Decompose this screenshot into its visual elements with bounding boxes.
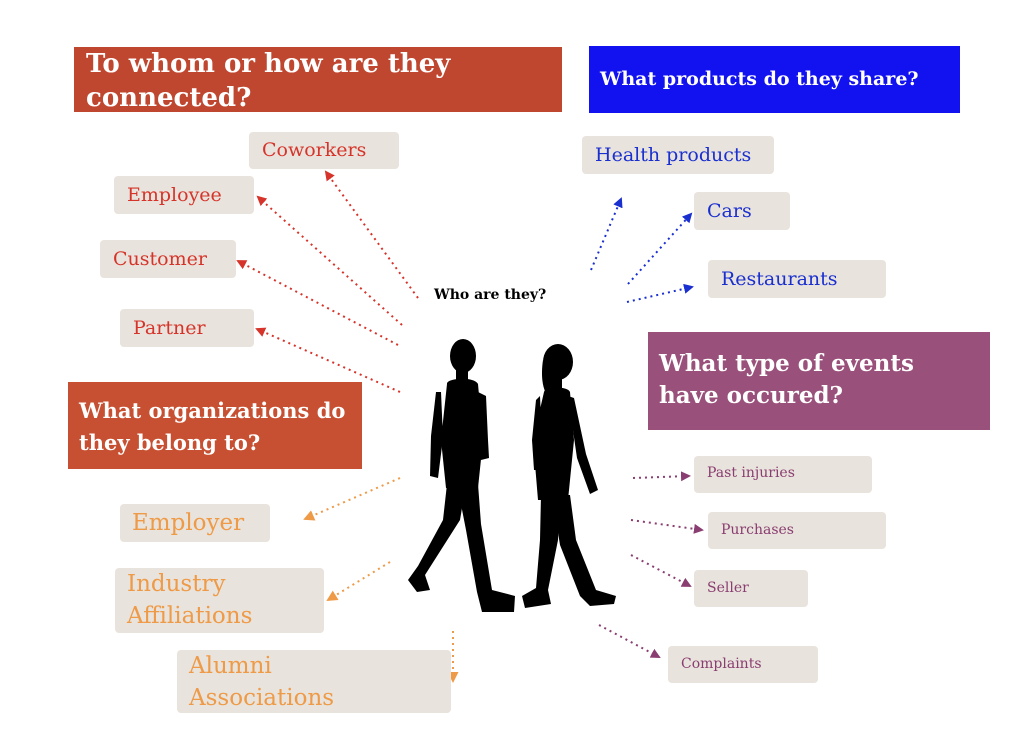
arrow-complaints [598, 624, 661, 658]
man-silhouette-icon [408, 339, 515, 612]
center-question: Who are they? [434, 287, 547, 303]
organizations-header: What organizations do they belong to? [68, 382, 362, 469]
woman-silhouette-icon [522, 344, 616, 608]
event-purchases: Purchases [708, 512, 886, 549]
connection-coworkers: Coworkers [249, 132, 399, 169]
products-header: What products do they share? [589, 46, 960, 113]
product-cars: Cars [694, 192, 790, 230]
org-industry-affiliations: Industry Affiliations [115, 568, 324, 633]
event-past-injuries: Past injuries [694, 456, 872, 493]
arrow-restaurants [626, 283, 694, 303]
arrow-coworkers [324, 170, 419, 299]
event-complaints: Complaints [668, 646, 818, 683]
arrow-industry-affiliations [326, 561, 391, 602]
arrow-purchases [630, 519, 704, 534]
arrow-partner [255, 327, 401, 393]
arrow-health-products [590, 197, 623, 271]
arrow-cars [627, 212, 693, 285]
product-health-products: Health products [582, 136, 774, 174]
event-seller: Seller [694, 570, 808, 607]
product-restaurants: Restaurants [708, 260, 886, 298]
connection-customer: Customer [100, 240, 236, 278]
org-alumni-associations: Alumni Associations [177, 650, 451, 713]
arrow-employee [256, 195, 403, 326]
events-header: What type of events have occured? [648, 332, 990, 430]
arrow-customer [236, 260, 399, 346]
connection-employee: Employee [114, 176, 254, 214]
arrow-employer [303, 477, 401, 521]
arrow-past-injuries [632, 471, 691, 482]
arrow-seller [630, 554, 692, 587]
connection-partner: Partner [120, 309, 254, 347]
connections-header: To whom or how are they connected? [74, 47, 562, 113]
org-employer: Employer [120, 504, 270, 542]
